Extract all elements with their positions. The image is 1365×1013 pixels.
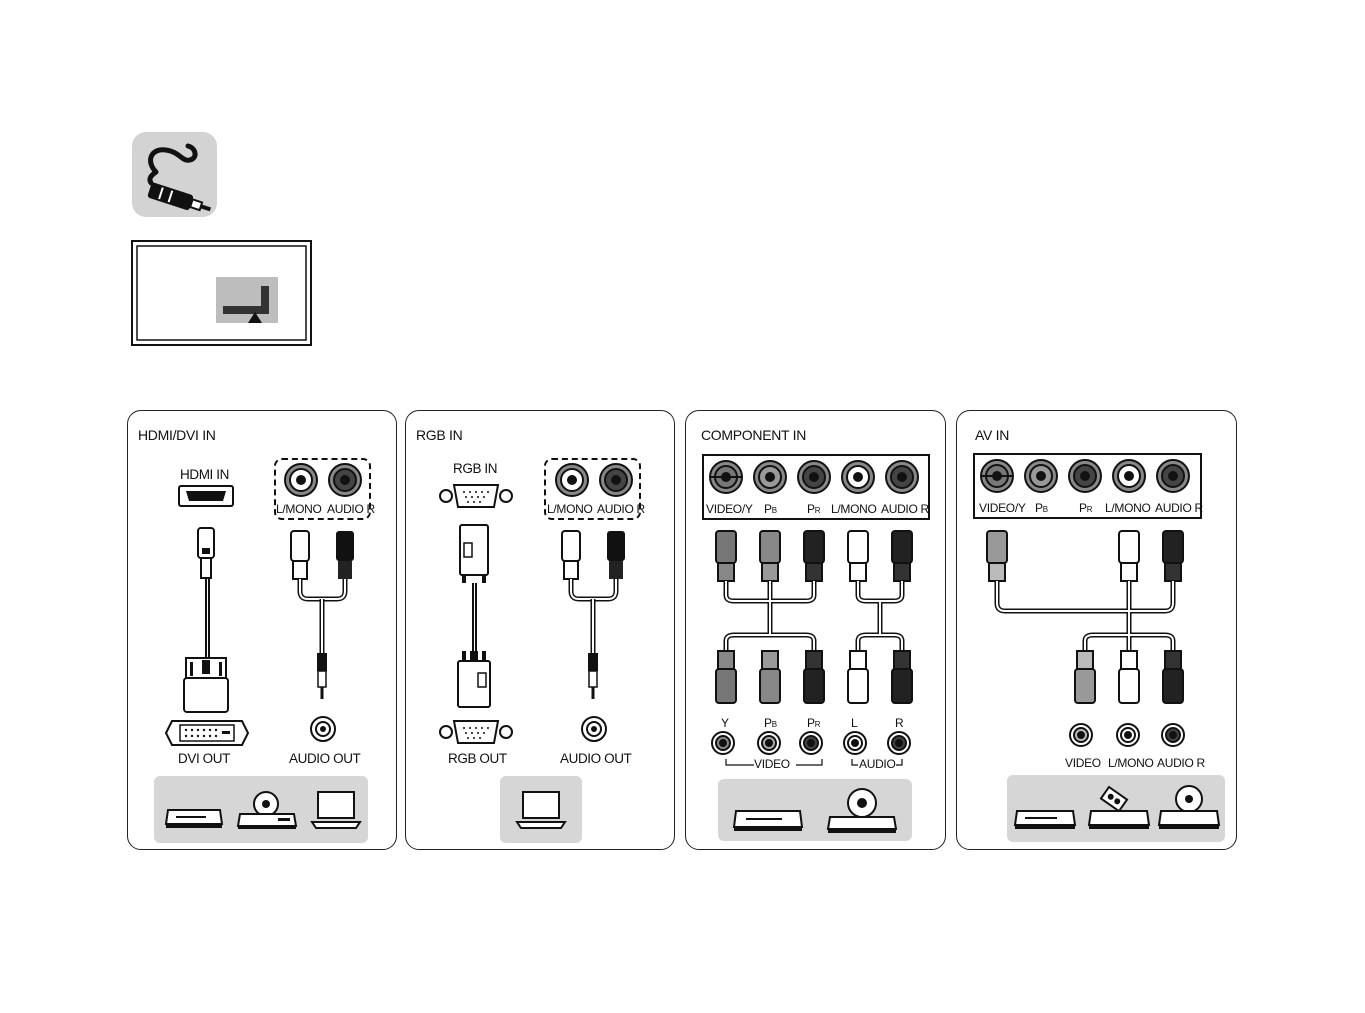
dvd-player-icon	[236, 790, 298, 830]
jack-label-pr: PR	[807, 502, 820, 516]
jack-label-video-y: VIDEO/Y	[979, 501, 1026, 515]
panel-title: HDMI/DVI IN	[138, 427, 216, 443]
panel-rgb: RGB IN RGB IN L/MONO AUDIO R RGB OUT	[405, 410, 675, 850]
vga-cable	[446, 523, 506, 723]
device-tray	[718, 779, 912, 841]
rgb-in-label: RGB IN	[453, 461, 497, 476]
pb-jack-icon	[752, 459, 788, 495]
audio-r-label: AUDIO R	[597, 502, 645, 516]
laptop-icon	[515, 790, 567, 830]
set-top-box-icon	[732, 805, 804, 833]
video-group-label: VIDEO	[754, 757, 790, 771]
audio-l-jack-icon	[1111, 458, 1147, 494]
pb-jack-icon	[1023, 458, 1059, 494]
rca-cable-icon	[132, 132, 217, 217]
tv-rear-panel-icon	[131, 240, 312, 346]
jack-label-audio-r: AUDIO R	[881, 502, 929, 516]
av-out-jacks	[1068, 723, 1198, 749]
set-top-box-icon	[164, 804, 224, 830]
hdmi-port-icon	[178, 485, 234, 507]
out-label-pr: PR	[807, 716, 820, 730]
audio-group-label: AUDIO	[859, 757, 896, 771]
panel-title: RGB IN	[416, 427, 462, 443]
l-mono-label: L/MONO	[547, 502, 593, 516]
video-y-jack-icon	[979, 458, 1015, 494]
audio-y-cable	[549, 529, 639, 709]
audio-out-jack-icon	[310, 716, 336, 742]
audio-out-jack-icon	[581, 716, 607, 742]
jack-label-pb: PB	[764, 502, 777, 516]
audio-r-jack-icon	[598, 462, 634, 498]
out-label-l-mono: L/MONO	[1108, 756, 1154, 770]
out-label-y: Y	[721, 716, 729, 730]
component-cable	[706, 529, 936, 709]
panel-title: AV IN	[975, 427, 1009, 443]
out-label-audio-r: AUDIO R	[1157, 756, 1205, 770]
rgb-out-port-icon	[438, 717, 514, 747]
audio-r-jack-icon	[884, 459, 920, 495]
audio-y-cable	[278, 529, 368, 709]
pr-jack-icon	[1067, 458, 1103, 494]
panel-title: COMPONENT IN	[701, 427, 806, 443]
laptop-icon	[310, 790, 362, 830]
panel-hdmi-dvi: HDMI/DVI IN HDMI IN L/MONO AUDIO R	[127, 410, 397, 850]
panel-av: AV IN VIDEO/Y PB PR L/MONO AUDIO R	[956, 410, 1237, 850]
out-label-r: R	[895, 716, 903, 730]
out-label-l: L	[851, 716, 857, 730]
panel-component: COMPONENT IN VIDEO/Y PB PR L/MONO AUDIO …	[685, 410, 946, 850]
video-y-jack-icon	[708, 459, 744, 495]
vcr-icon	[1087, 783, 1151, 831]
jack-label-l-mono: L/MONO	[1105, 501, 1151, 515]
pr-jack-icon	[796, 459, 832, 495]
jack-label-pb: PB	[1035, 501, 1048, 515]
jack-label-l-mono: L/MONO	[831, 502, 877, 516]
l-mono-label: L/MONO	[276, 502, 322, 516]
audio-l-jack-icon	[554, 462, 590, 498]
rgb-out-label: RGB OUT	[448, 751, 507, 766]
audio-out-label: AUDIO OUT	[560, 751, 631, 766]
dvi-port-icon	[162, 717, 252, 749]
component-out-jacks	[711, 731, 921, 757]
audio-l-jack-icon	[840, 459, 876, 495]
audio-r-jack-icon	[327, 462, 363, 498]
av-cable	[977, 529, 1207, 709]
device-tray	[500, 776, 582, 843]
jack-label-pr: PR	[1079, 501, 1092, 515]
device-tray	[154, 776, 368, 843]
audio-l-jack-icon	[283, 462, 319, 498]
hdmi-in-label: HDMI IN	[180, 467, 229, 482]
audio-r-jack-icon	[1155, 458, 1191, 494]
out-label-video: VIDEO	[1065, 756, 1101, 770]
out-label-pb: PB	[764, 716, 777, 730]
audio-r-label: AUDIO R	[327, 502, 375, 516]
dvd-player-icon	[826, 787, 898, 835]
set-top-box-icon	[1013, 805, 1077, 831]
vga-port-icon	[438, 481, 514, 511]
device-tray	[1007, 775, 1225, 842]
dvi-out-label: DVI OUT	[178, 751, 230, 766]
jack-label-video-y: VIDEO/Y	[706, 502, 753, 516]
jack-label-audio-r: AUDIO R	[1155, 501, 1203, 515]
audio-out-label: AUDIO OUT	[289, 751, 360, 766]
dvd-player-icon	[1157, 783, 1221, 831]
